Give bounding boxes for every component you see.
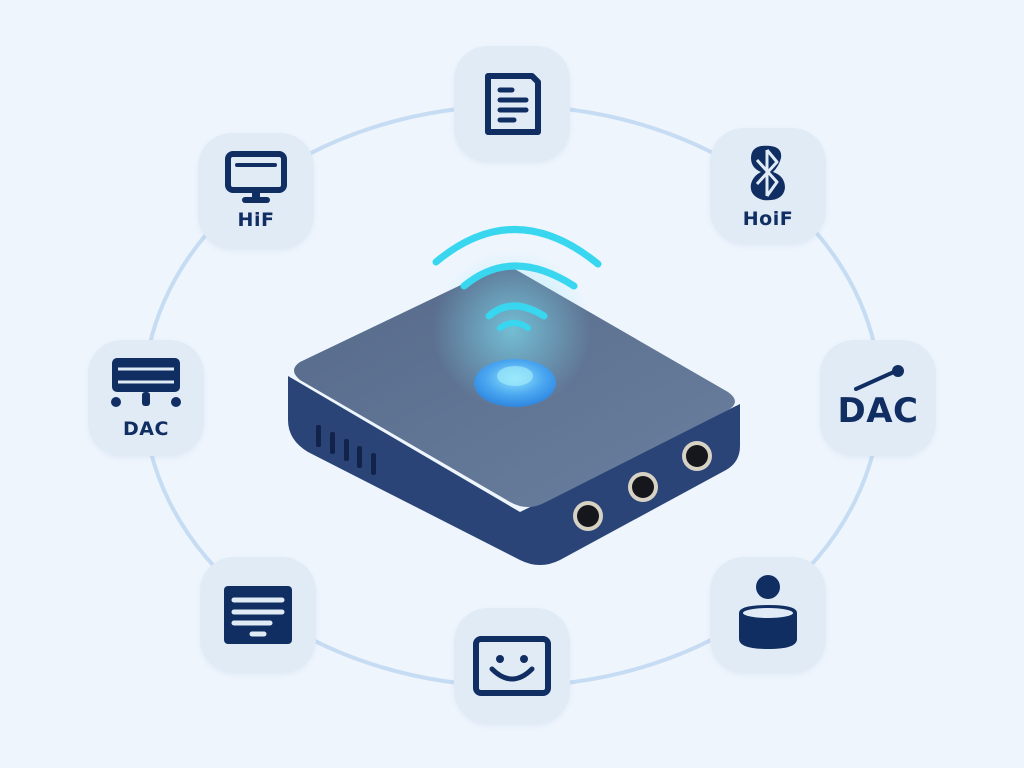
dac-text-icon [854,365,904,391]
tile-bluetooth[interactable]: HoiF [710,128,826,244]
wifi-icon [432,226,602,331]
tile-label: HiF [237,209,275,231]
tile-user-speaker[interactable] [710,557,826,673]
tile-dac[interactable]: DAC [820,340,936,456]
monitor-icon [225,151,287,203]
vent-slots [316,425,376,475]
dac-module-icon [111,358,181,407]
tile-label: DAC [123,418,169,440]
smiley-screen-icon [473,636,551,696]
tile-dac-module[interactable]: DAC [88,340,204,456]
tile-label: HoiF [742,208,794,230]
user-speaker-icon [739,575,797,649]
tile-monitor[interactable]: HiF [198,133,314,249]
audio-ports [573,441,712,531]
document-icon [485,73,541,135]
tile-text-panel[interactable] [200,557,316,673]
tile-document[interactable] [454,46,570,162]
tile-label: DAC [837,391,919,431]
bluetooth-icon [750,145,785,201]
tile-smiley[interactable] [454,608,570,724]
text-panel-icon [224,586,292,644]
